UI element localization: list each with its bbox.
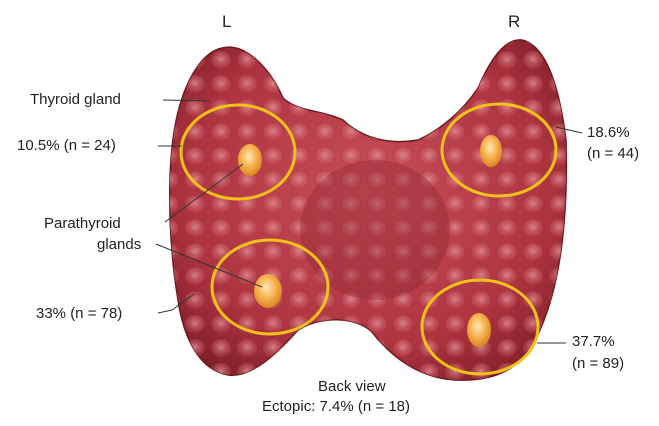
thyroid-gland-label: Thyroid gland bbox=[30, 91, 121, 109]
parathyroid-label-line1: Parathyroid bbox=[44, 215, 121, 233]
right-side-label: R bbox=[508, 13, 520, 31]
ectopic-label: Ectopic: 7.4% (n = 18) bbox=[262, 398, 410, 416]
prevalence-lower-left: 33% (n = 78) bbox=[36, 305, 122, 323]
prevalence-upper-right-percent: 18.6% bbox=[587, 124, 630, 142]
parathyroid-label-line2: glands bbox=[97, 236, 141, 254]
view-label: Back view bbox=[318, 378, 386, 396]
prevalence-upper-right-count: (n = 44) bbox=[587, 145, 639, 163]
parathyroid-lower-right bbox=[467, 313, 491, 347]
left-side-label: L bbox=[222, 13, 231, 31]
isthmus-shading bbox=[300, 160, 450, 300]
prevalence-lower-right-percent: 37.7% bbox=[572, 333, 615, 351]
parathyroid-upper-right bbox=[480, 135, 502, 167]
parathyroid-lower-left bbox=[254, 274, 282, 308]
parathyroid-upper-left bbox=[238, 144, 262, 176]
prevalence-upper-left: 10.5% (n = 24) bbox=[17, 137, 116, 155]
prevalence-lower-right-count: (n = 89) bbox=[572, 355, 624, 373]
